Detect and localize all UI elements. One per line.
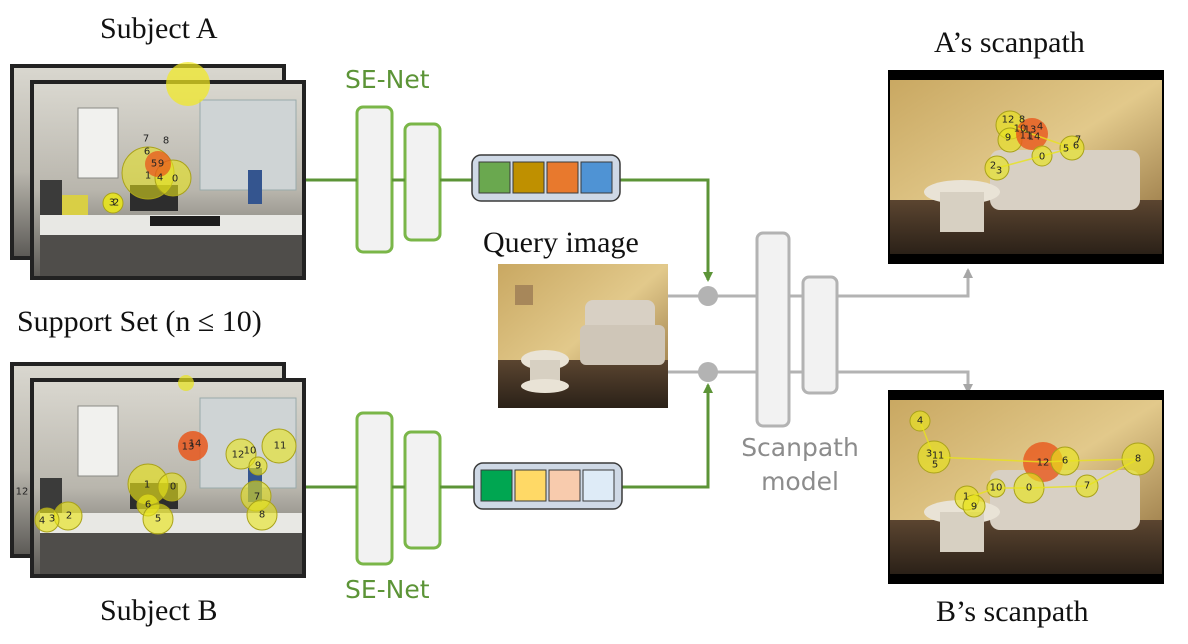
a-scanpath-fix-10: 10	[1014, 124, 1027, 135]
scanpath-model-label: Scanpath model	[730, 431, 870, 499]
a-scanpath-fix-9: 9	[1005, 133, 1011, 144]
subject-a-fix-0: 0	[172, 174, 178, 185]
se-net-bottom-label: SE-Net	[345, 575, 430, 604]
green-connectors	[306, 178, 713, 489]
scanpath-model-line1: Scanpath	[741, 433, 859, 462]
b-scanpath-fix-6: 6	[1062, 456, 1068, 467]
subject-b-fix-14: 14	[189, 439, 202, 450]
a-scanpath-fix-13: 13	[1024, 125, 1037, 136]
se-net-top-label: SE-Net	[345, 65, 430, 94]
subject-a-fix-3: 3	[109, 198, 115, 209]
subject-b-label: Subject B	[100, 594, 218, 627]
subject-a-fix-2: 2	[113, 198, 119, 209]
b-scanpath-fix-1c: 1	[963, 492, 969, 503]
b-scanpath-fix-12: 12	[1037, 458, 1050, 469]
subject-b-fix-0: 0	[170, 482, 176, 493]
subject-b-fix-8: 8	[259, 510, 265, 521]
subject-b-fix-12-edge: 12	[16, 487, 29, 498]
a-scanpath-fix-3: 3	[996, 166, 1002, 177]
a-scanpath-fix-8: 8	[1019, 115, 1025, 126]
subject-b-fix-12: 12	[232, 450, 245, 461]
b-scanpath-fix-9: 9	[971, 502, 977, 513]
b-scanpath-fix-0: 0	[1026, 483, 1032, 494]
subject-b-fix-2: 2	[66, 511, 72, 522]
subject-b-fixations: 1 0 6 5 2 3 4 13 14 12 10 9 11 7 8 12	[16, 375, 297, 535]
a-scanpath-label: A’s scanpath	[934, 26, 1085, 59]
b-scanpath-image: 4 3 1 1 5 12 6 8 7 0 10 1 9	[888, 390, 1164, 584]
subject-b-fix-1: 1	[144, 480, 150, 491]
subject-a-photo	[30, 80, 306, 280]
a-scanpath-fix-2: 2	[990, 161, 996, 172]
feature-vector-a	[471, 154, 621, 202]
a-scanpath-fix-5: 5	[1063, 144, 1069, 155]
a-scanpath-fix-14: 14	[1028, 132, 1041, 143]
a-scanpath-fix-11: 11	[1020, 131, 1033, 142]
subject-a-fix-8: 8	[163, 136, 169, 147]
support-set-label: Support Set (n ≤ 10)	[17, 305, 262, 338]
subject-b-fix-10: 10	[244, 446, 257, 457]
subject-a-fixations: 7 8 6 5 9 1 4 0 3 2	[102, 62, 210, 214]
b-scanpath-fix-10: 10	[990, 483, 1003, 494]
subject-b-fix-6: 6	[145, 500, 151, 511]
b-scanpath-fix-1a: 1	[932, 451, 938, 462]
subject-b-fix-5: 5	[155, 514, 161, 525]
b-scanpath-label: B’s scanpath	[936, 595, 1089, 628]
a-scanpath-fix-6: 6	[1073, 141, 1079, 152]
se-net-bottom-block	[355, 411, 442, 566]
a-scanpath-fix-0: 0	[1039, 152, 1045, 163]
subject-b-fix-4: 4	[39, 516, 45, 527]
subject-a-fix-1: 1	[145, 171, 151, 182]
b-scanpath-fix-7: 7	[1084, 481, 1090, 492]
merge-node-top	[698, 286, 718, 306]
b-scanpath-fix-4: 4	[917, 416, 923, 427]
b-scanpath-fix-8: 8	[1135, 454, 1141, 465]
subject-b-fix-3: 3	[49, 514, 55, 525]
subject-b-fix-13: 13	[182, 442, 195, 453]
merge-node-bottom	[698, 362, 718, 382]
subject-b-fix-11: 11	[274, 441, 287, 452]
subject-b-fix-9: 9	[255, 461, 261, 472]
subject-a-fix-6: 6	[144, 147, 150, 158]
b-scanpath-fix-3: 3	[926, 449, 932, 460]
se-net-top-block	[355, 105, 442, 254]
subject-a-fix-5: 5	[151, 159, 157, 170]
subject-a-fix-9: 9	[158, 159, 164, 170]
b-scanpath-fix-1b: 1	[938, 451, 944, 462]
subject-a-fix-7: 7	[143, 134, 149, 145]
subject-b-fix-7: 7	[254, 492, 260, 503]
a-scanpath-image: 12 8 9 10 11 13 14 4 5 6 7 0 2 3	[888, 70, 1164, 264]
feature-vector-b	[473, 462, 623, 510]
query-image	[498, 264, 668, 408]
query-image-label: Query image	[483, 226, 639, 259]
scanpath-model-line2: model	[761, 466, 839, 496]
subject-a-fix-4: 4	[157, 173, 163, 184]
subject-a-label: Subject A	[100, 12, 218, 45]
a-scanpath-fix-4: 4	[1037, 122, 1043, 133]
scanpath-model-block	[755, 231, 839, 428]
b-scanpath-fix-5: 5	[932, 460, 938, 471]
a-scanpath-fix-7: 7	[1075, 135, 1081, 146]
a-scanpath-fix-12: 12	[1002, 115, 1015, 126]
